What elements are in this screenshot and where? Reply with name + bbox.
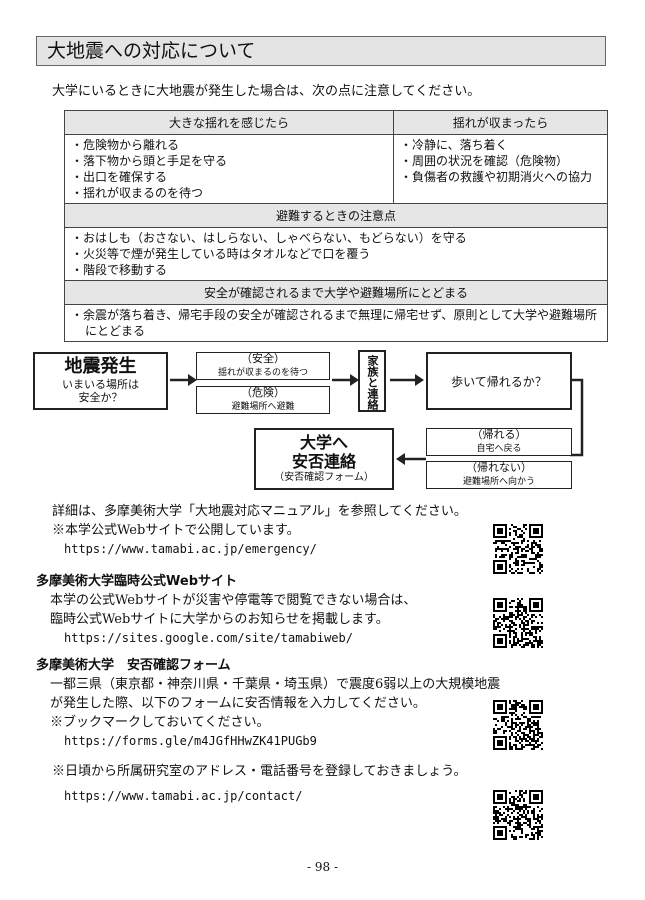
temp-site-line2: 臨時公式Webサイトに大学からのお知らせを掲載します。 (50, 612, 389, 627)
arrow-icon (396, 453, 426, 465)
list-item: おはしも（おさない、はしらない、しゃべらない、もどらない）を守る (71, 230, 601, 246)
safety-form-link[interactable]: https://forms.gle/m4JGfHHwZK41PUGb9 (64, 734, 317, 748)
safety-title2: 安否連絡 (291, 452, 356, 471)
list-item: 落下物から頭と手足を守る (71, 153, 387, 169)
qr-code-icon (493, 524, 543, 574)
qr-code-icon (493, 700, 543, 750)
danger-sub: 避難場所へ避難 (231, 402, 295, 412)
temp-site-heading: 多摩美術大学臨時公式Webサイト (36, 574, 237, 589)
quake-sub2: 安全か？ (78, 391, 123, 404)
contact-line1: ※日頃から所属研究室のアドレス・電話番号を登録しておきましょう。 (52, 764, 467, 779)
guidance-table: 大きな揺れを感じたら 揺れが収まったら 危険物から離れる落下物から頭と手足を守る… (64, 110, 608, 342)
walk-home-box: 歩いて帰れるか？ (426, 352, 572, 410)
safe-sub: 揺れが収まるのを待つ (217, 368, 308, 378)
family-contact-label: 家族と連絡 (366, 354, 379, 410)
page-number: - 98 - (306, 860, 338, 874)
contact-section: ※日頃から所属研究室のアドレス・電話番号を登録しておきましょう。 https:/… (52, 762, 466, 806)
can-sub: 自宅へ戻る (476, 444, 522, 454)
temp-site-link[interactable]: https://sites.google.com/site/tamabiweb/ (64, 631, 353, 645)
safety-form-section: 多摩美術大学 安否確認フォーム 一都三県（東京都・神奈川県・千葉県・埼玉県）で震… (36, 656, 500, 751)
quake-title: 地震発生 (64, 356, 137, 377)
details-section: 詳細は、多摩美術大学「大地震対応マニュアル」を参照してください。 ※本学公式We… (52, 502, 467, 559)
qr-code-icon (493, 790, 543, 840)
family-contact-box: 家族と連絡 (358, 350, 386, 412)
safety-report-box: 大学へ 安否連絡 （安否確認フォーム） (254, 428, 394, 490)
safety-form-line2: が発生した際、以下のフォームに安否情報を入力してください。 (50, 696, 426, 711)
safety-form-line3: ※ブックマークしておいてください。 (50, 715, 270, 730)
safe-label: （安全） (241, 352, 285, 365)
list-item: 階段で移動する (71, 262, 601, 278)
safety-title1: 大学へ (299, 433, 348, 452)
quake-sub1: いまいる場所は (62, 378, 139, 391)
stay-list: 余震が落ち着き、帰宅手段の安全が確認されるまで無理に帰宅せず、原則として大学や避… (71, 307, 601, 339)
contact-link[interactable]: https://www.tamabi.ac.jp/contact/ (64, 789, 303, 803)
cannot-return-box: （帰れない） 避難場所へ向かう (426, 461, 572, 489)
details-line1: 詳細は、多摩美術大学「大地震対応マニュアル」を参照してください。 (52, 504, 467, 519)
safety-form-line1: 一都三県（東京都・神奈川県・千葉県・埼玉県）で震度6弱以上の大規模地震 (50, 677, 501, 692)
details-line2: ※本学公式Webサイトで公開しています。 (52, 523, 300, 538)
danger-label: （危険） (241, 386, 285, 399)
qr-code-icon (493, 598, 543, 648)
list-item: 火災等で煙が発生している時はタオルなどで口を覆う (71, 246, 601, 262)
evac-header: 避難するときの注意点 (64, 203, 608, 228)
can-return-box: （帰れる） 自宅へ戻る (426, 428, 572, 456)
arrow-icon (170, 374, 197, 386)
col2-list: 冷静に、落ち着く周囲の状況を確認（危険物）負傷者の救護や初期消火への協力 (400, 137, 601, 185)
stay-header: 安全が確認されるまで大学や避難場所にとどまる (64, 280, 608, 305)
safety-form-heading: 多摩美術大学 安否確認フォーム (36, 658, 231, 673)
arrow-icon (332, 374, 359, 386)
col1-header: 大きな揺れを感じたら (64, 110, 394, 135)
arrow-icon (390, 374, 424, 386)
temp-site-line1: 本学の公式Webサイトが災害や停電等で閲覧できない場合は、 (50, 593, 417, 608)
walk-home-label: 歩いて帰れるか？ (451, 375, 547, 389)
list-item: 出口を確保する (71, 169, 387, 185)
danger-box: （危険） 避難場所へ避難 (196, 386, 330, 414)
temp-site-section: 多摩美術大学臨時公式Webサイト 本学の公式Webサイトが災害や停電等で閲覧でき… (36, 572, 416, 648)
list-item: 危険物から離れる (71, 137, 387, 153)
evac-list: おはしも（おさない、はしらない、しゃべらない、もどらない）を守る火災等で煙が発生… (71, 230, 601, 278)
emergency-link[interactable]: https://www.tamabi.ac.jp/emergency/ (64, 542, 317, 556)
list-item: 揺れが収まるのを待つ (71, 185, 387, 201)
can-label: （帰れる） (471, 428, 527, 441)
col1-list: 危険物から離れる落下物から頭と手足を守る出口を確保する揺れが収まるのを待つ (71, 137, 387, 201)
intro-text: 大学にいるときに大地震が発生した場合は、次の点に注意してください。 (52, 84, 481, 99)
list-item: 冷静に、落ち着く (400, 137, 601, 153)
list-item: 負傷者の救護や初期消火への協力 (400, 169, 601, 185)
page-title: 大地震への対応について (36, 36, 606, 66)
cannot-label: （帰れない） (466, 461, 532, 474)
safe-box: （安全） 揺れが収まるのを待つ (196, 352, 330, 380)
connector-line (570, 378, 584, 457)
quake-box: 地震発生 いまいる場所は 安全か？ (33, 352, 168, 410)
col2-header: 揺れが収まったら (393, 110, 608, 135)
safety-sub: （安否確認フォーム） (274, 472, 374, 483)
list-item: 余震が落ち着き、帰宅手段の安全が確認されるまで無理に帰宅せず、原則として大学や避… (71, 307, 601, 339)
list-item: 周囲の状況を確認（危険物） (400, 153, 601, 169)
cannot-sub: 避難場所へ向かう (462, 477, 535, 487)
